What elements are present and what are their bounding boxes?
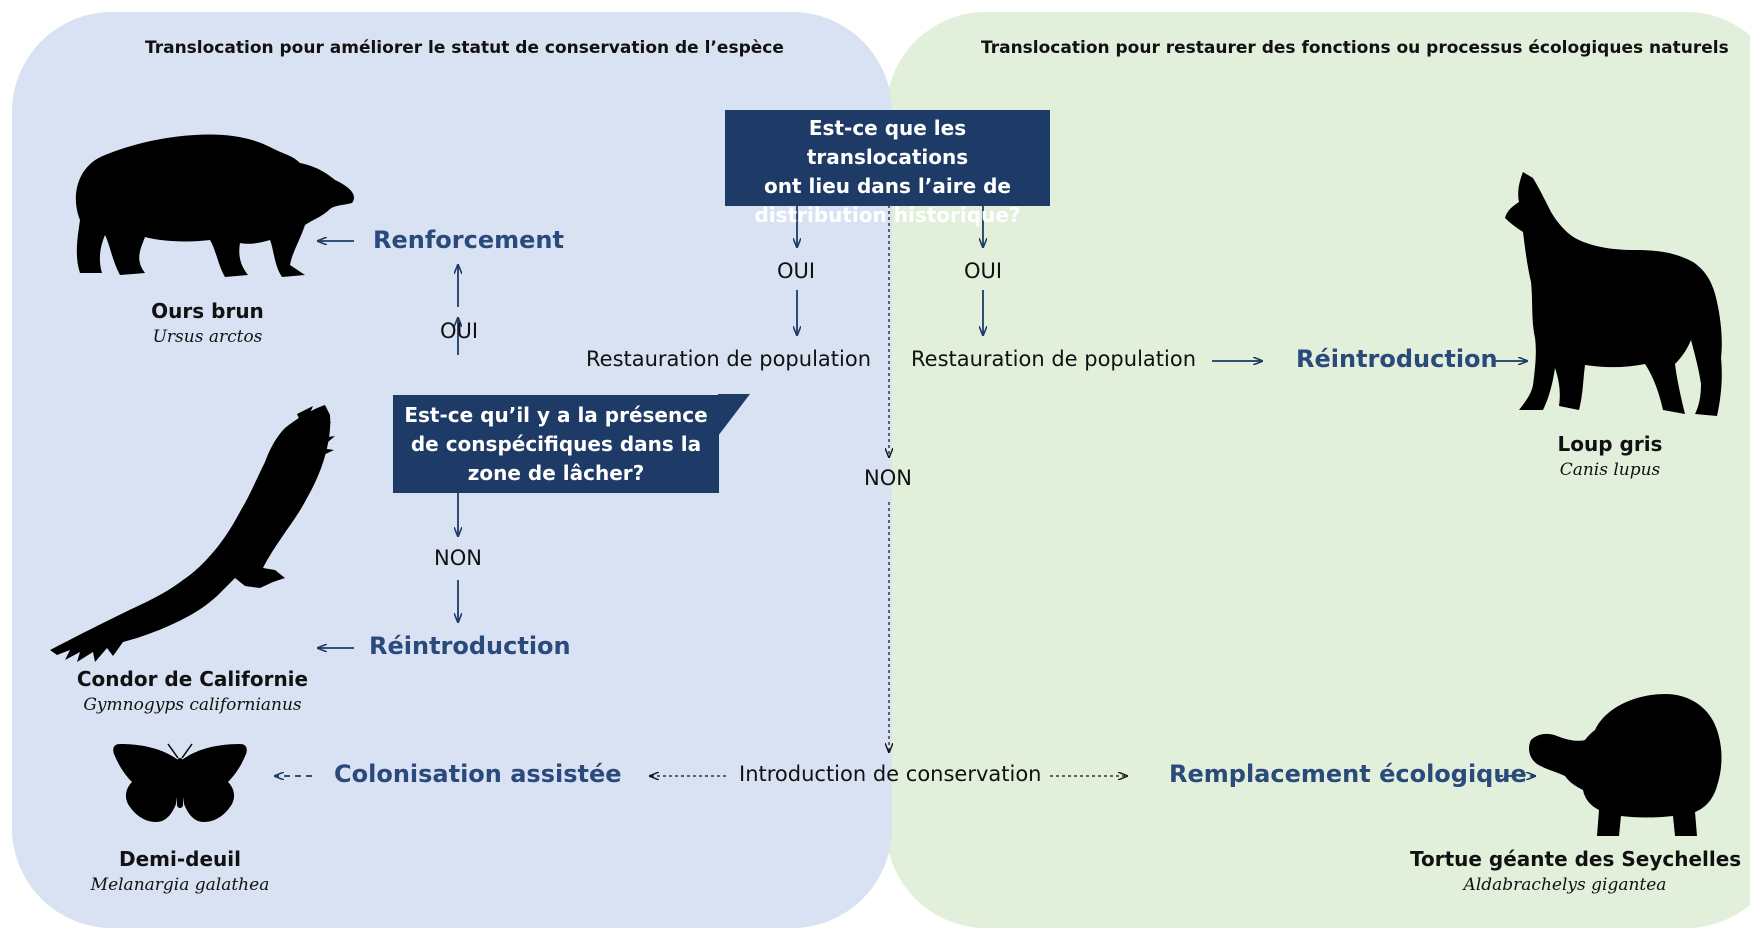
wolf-common-name: Loup gris bbox=[1557, 432, 1663, 456]
label-restauration-right: Restauration de population bbox=[911, 347, 1196, 371]
outcome-remplacement-ecologique: Remplacement écologique bbox=[1169, 760, 1527, 788]
label-introduction-conservation: Introduction de conservation bbox=[739, 762, 1042, 786]
question-box-range: Est-ce que les translocations ont lieu d… bbox=[725, 110, 1050, 227]
label-oui-center: OUI bbox=[777, 259, 816, 283]
species-bear: Ours brun Ursus arctos bbox=[130, 299, 285, 347]
question-conspecifics-line-1: Est-ce qu’il y a la présence bbox=[404, 403, 708, 427]
species-wolf: Loup gris Canis lupus bbox=[1535, 432, 1685, 480]
right-panel-header: Translocation pour restaurer des fonctio… bbox=[981, 38, 1729, 58]
question-range-line-1: Est-ce que les translocations bbox=[806, 116, 969, 169]
outcome-renforcement: Renforcement bbox=[373, 226, 564, 254]
tortoise-latin-name: Aldabrachelys gigantea bbox=[1463, 875, 1667, 895]
outcome-reintroduction-right: Réintroduction bbox=[1296, 345, 1498, 373]
tortoise-icon bbox=[1529, 694, 1722, 836]
butterfly-common-name: Demi-deuil bbox=[119, 847, 241, 871]
label-non-center: NON bbox=[864, 466, 912, 490]
species-butterfly: Demi-deuil Melanargia galathea bbox=[85, 847, 275, 895]
species-condor: Condor de Californie Gymnogyps californi… bbox=[70, 667, 315, 715]
butterfly-latin-name: Melanargia galathea bbox=[90, 875, 270, 895]
left-panel-header: Translocation pour améliorer le statut d… bbox=[145, 38, 784, 58]
bear-common-name: Ours brun bbox=[151, 299, 264, 323]
outcome-reintroduction-left: Réintroduction bbox=[369, 632, 571, 660]
condor-latin-name: Gymnogyps californianus bbox=[83, 695, 302, 715]
label-oui-right: OUI bbox=[964, 259, 1003, 283]
condor-common-name: Condor de Californie bbox=[76, 667, 309, 691]
wolf-icon bbox=[1505, 172, 1722, 416]
species-tortoise: Tortue géante des Seychelles Aldabrachel… bbox=[1410, 847, 1742, 895]
question-conspecifics-line-2: de conspécifiques dans la bbox=[410, 432, 702, 456]
label-restauration-left: Restauration de population bbox=[586, 347, 871, 371]
condor-icon bbox=[50, 405, 335, 662]
label-non-left: NON bbox=[434, 546, 482, 570]
question-range-line-2: ont lieu dans l’aire de bbox=[764, 174, 1011, 198]
bear-icon bbox=[75, 134, 355, 277]
label-oui-left: OUI bbox=[440, 319, 479, 343]
tortoise-common-name: Tortue géante des Seychelles bbox=[1410, 847, 1742, 871]
question-conspecifics-line-3: zone de lâcher? bbox=[467, 461, 645, 485]
question-box-conspecifics: Est-ce qu’il y a la présence de conspéci… bbox=[393, 395, 719, 493]
butterfly-icon bbox=[113, 743, 247, 822]
bear-latin-name: Ursus arctos bbox=[152, 327, 263, 347]
question-range-line-3: distribution historique? bbox=[754, 203, 1021, 227]
outcome-colonisation-assistee: Colonisation assistée bbox=[334, 760, 622, 788]
question-box-tail bbox=[718, 394, 750, 436]
wolf-latin-name: Canis lupus bbox=[1559, 460, 1661, 480]
